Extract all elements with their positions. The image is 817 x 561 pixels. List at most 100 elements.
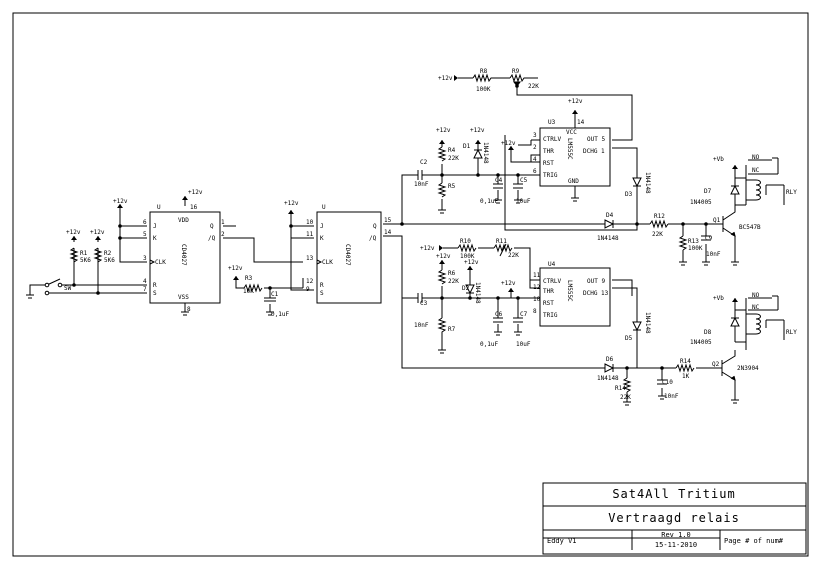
svg-text:22K: 22K [448,155,459,162]
capacitors [264,170,711,385]
svg-text:22K: 22K [448,278,459,285]
svg-text:U: U [157,204,161,211]
supply-label: +Vb [713,156,724,163]
svg-text:1K: 1K [682,373,690,380]
svg-text:R9: R9 [512,68,520,75]
svg-text:8: 8 [533,308,537,315]
svg-text:10: 10 [306,219,314,226]
svg-text:C7: C7 [520,311,528,318]
svg-text:OUT 5: OUT 5 [587,136,605,143]
svg-text:CLK: CLK [322,259,333,266]
svg-text:0,1uF: 0,1uF [480,198,498,205]
svg-text:C9: C9 [705,235,713,242]
svg-text:R: R [153,282,157,289]
svg-text:12: 12 [533,284,541,291]
svg-text:Q2: Q2 [712,361,720,368]
svg-text:12: 12 [306,278,314,285]
svg-text:U3: U3 [548,119,556,126]
svg-text:RLY: RLY [786,189,797,196]
svg-text:S: S [320,290,324,297]
project-title: Sat4All Tritium [612,487,735,501]
supply-label: +12v [436,127,451,134]
svg-text:0,1uF: 0,1uF [271,311,289,318]
svg-text:R10: R10 [460,238,471,245]
svg-text:LM555C: LM555C [566,280,573,302]
svg-text:SW: SW [64,285,72,292]
u3-chip: U3 14 VCC GND 3 CTRLV 2 THR 4 RST 6 TRIG… [533,119,611,187]
svg-text:1N4148: 1N4148 [597,235,619,242]
svg-text:2: 2 [533,144,537,151]
u2-chip: U 10 J 11 K 13 CLK 12 R 9 S 15 Q 14 /Q C… [306,204,392,304]
svg-text:1N4148: 1N4148 [597,375,619,382]
svg-text:D8: D8 [704,329,712,336]
supply-label: +12v [66,229,81,236]
revision: Rev 1.0 [661,531,691,539]
svg-text:DCHG 1: DCHG 1 [583,148,605,155]
svg-text:1N4005: 1N4005 [690,339,712,346]
grounds [26,197,739,406]
resistors [69,73,695,393]
junctions [72,84,708,370]
svg-text:C1: C1 [271,291,279,298]
svg-text:0,1uF: 0,1uF [480,341,498,348]
svg-text:15: 15 [384,217,392,224]
svg-text:R2: R2 [104,250,112,257]
svg-text:VSS: VSS [178,294,189,301]
svg-text:100K: 100K [460,253,475,260]
svg-text:14: 14 [384,229,392,236]
svg-text:14: 14 [577,119,585,126]
svg-text:Q1: Q1 [713,217,721,224]
svg-text:TRIG: TRIG [543,312,558,319]
svg-text:9: 9 [306,286,310,293]
supply-label: +Vb [713,295,724,302]
supply-label: +12v [501,140,516,147]
svg-text:CTRLV: CTRLV [543,136,561,143]
svg-text:THR: THR [543,288,554,295]
svg-text:R8: R8 [480,68,488,75]
svg-text:RST: RST [543,160,554,167]
svg-text:RST: RST [543,300,554,307]
svg-text:1: 1 [221,219,225,226]
svg-text:/Q: /Q [369,235,377,242]
svg-text:D7: D7 [704,188,712,195]
svg-text:3: 3 [533,132,537,139]
relays [746,157,779,335]
svg-text:NC: NC [752,304,760,311]
svg-text:C5: C5 [520,177,528,184]
supply-label: +12v [90,229,105,236]
svg-text:RLY: RLY [786,329,797,336]
svg-text:R13: R13 [688,238,699,245]
supply-label: +12v [438,75,453,82]
svg-text:22K: 22K [620,394,631,401]
drawing-title: Vertraagd relais [608,511,740,525]
svg-text:NO: NO [752,154,760,161]
svg-text:R12: R12 [654,213,665,220]
svg-text:D4: D4 [606,212,614,219]
svg-text:J: J [153,223,157,230]
svg-text:Q: Q [210,223,214,230]
svg-text:R6: R6 [448,270,456,277]
svg-text:Q: Q [373,223,377,230]
date: 15-11-2010 [655,541,697,549]
svg-text:/Q: /Q [208,235,216,242]
svg-text:16: 16 [190,204,198,211]
svg-text:22K: 22K [652,231,663,238]
supply-label: +12v [464,259,479,266]
svg-text:100K: 100K [476,86,491,93]
svg-text:TRIG: TRIG [543,172,558,179]
svg-text:C4: C4 [495,177,503,184]
supply-label: +12v [284,200,299,207]
svg-text:D5: D5 [625,335,633,342]
svg-text:R: R [320,282,324,289]
title-block: Sat4All Tritium Vertraagd relais Eddy V1… [542,482,807,555]
svg-text:U4: U4 [548,261,556,268]
svg-text:7: 7 [143,286,147,293]
svg-text:3: 3 [143,255,147,262]
supply-label: +12v [501,280,516,287]
svg-text:D1: D1 [463,143,471,150]
svg-text:11: 11 [306,231,314,238]
power-arrows [71,75,738,302]
page-number: Page # of num# [724,537,784,545]
svg-text:10nF: 10nF [414,181,429,188]
